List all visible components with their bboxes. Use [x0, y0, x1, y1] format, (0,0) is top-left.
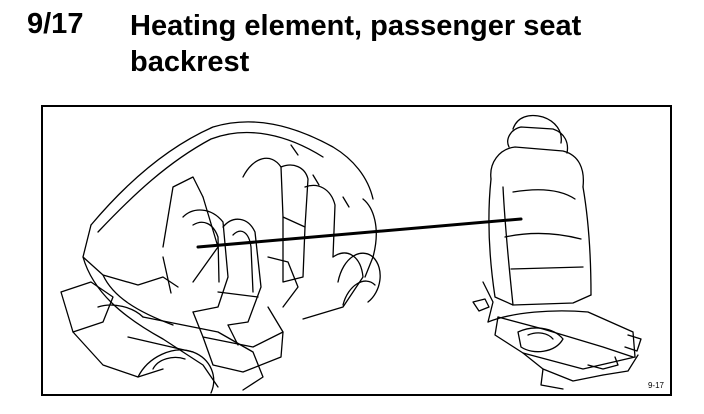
section-number: 9/17 — [27, 8, 84, 40]
seat-drawing — [472, 114, 642, 390]
section-title: Heating element, passenger seat backrest — [130, 8, 670, 80]
pointer-line — [196, 217, 523, 249]
illustration — [60, 114, 642, 394]
title-line-1: Heating element, passenger seat — [130, 10, 582, 42]
illustration-frame: 9-17 — [41, 105, 672, 396]
figure-id: 9-17 — [647, 381, 664, 390]
car-cutaway-drawing — [60, 121, 381, 394]
title-line-2: backrest — [130, 46, 250, 78]
